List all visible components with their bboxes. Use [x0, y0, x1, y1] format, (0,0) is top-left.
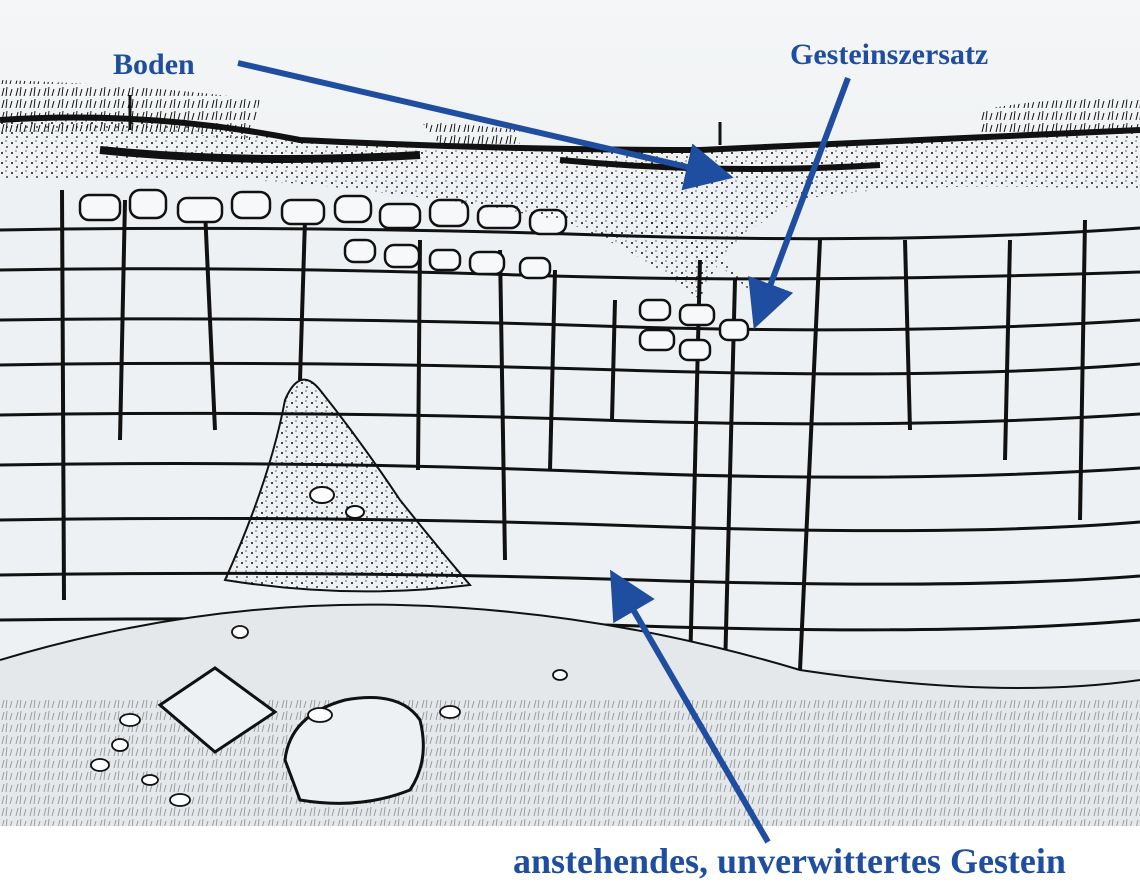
bedrock-label: anstehendes, unverwittertes Gestein	[513, 843, 1066, 879]
weathered-rock-label: Gesteinszersatz	[790, 40, 988, 70]
rock-wall	[0, 175, 1140, 670]
soil-label: Boden	[113, 50, 195, 80]
